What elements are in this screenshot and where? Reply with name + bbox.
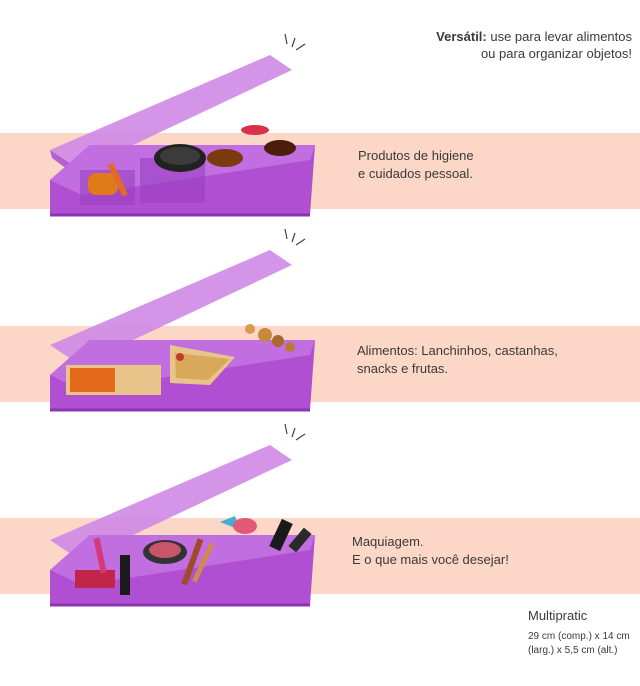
container-makeup-image — [50, 423, 315, 607]
feature-makeup-line2: E o que mais você desejar! — [352, 552, 509, 567]
feature-food: Alimentos: Lanchinhos, castanhas, snacks… — [357, 342, 558, 378]
sparkle-icon — [284, 423, 306, 441]
headline-bold: Versátil: — [436, 29, 487, 44]
spec-dimensions-line2: (larg.) x 5,5 cm (alt.) — [528, 645, 618, 656]
headline-rest: use para levar alimentos ou para organiz… — [480, 29, 632, 61]
sparkle-icon — [284, 228, 306, 246]
container-food-image — [50, 228, 315, 412]
feature-makeup: Maquiagem. E o que mais você desejar! — [352, 533, 509, 569]
container-hygiene-image — [50, 33, 315, 217]
spec-title: Multipratic — [528, 608, 588, 623]
feature-hygiene-line2: e cuidados pessoal. — [358, 166, 473, 181]
feature-food-line1: Alimentos: Lanchinhos, castanhas, — [357, 343, 558, 358]
feature-makeup-line1: Maquiagem. — [352, 534, 424, 549]
feature-food-line2: snacks e frutas. — [357, 361, 449, 376]
feature-hygiene-line1: Produtos de higiene — [358, 148, 474, 163]
feature-hygiene: Produtos de higiene e cuidados pessoal. — [358, 147, 474, 183]
sparkle-icon — [284, 33, 306, 51]
spec-dimensions-line1: 29 cm (comp.) x 14 cm — [528, 631, 630, 642]
headline: Versátil: use para levar alimentos ou pa… — [432, 28, 632, 62]
